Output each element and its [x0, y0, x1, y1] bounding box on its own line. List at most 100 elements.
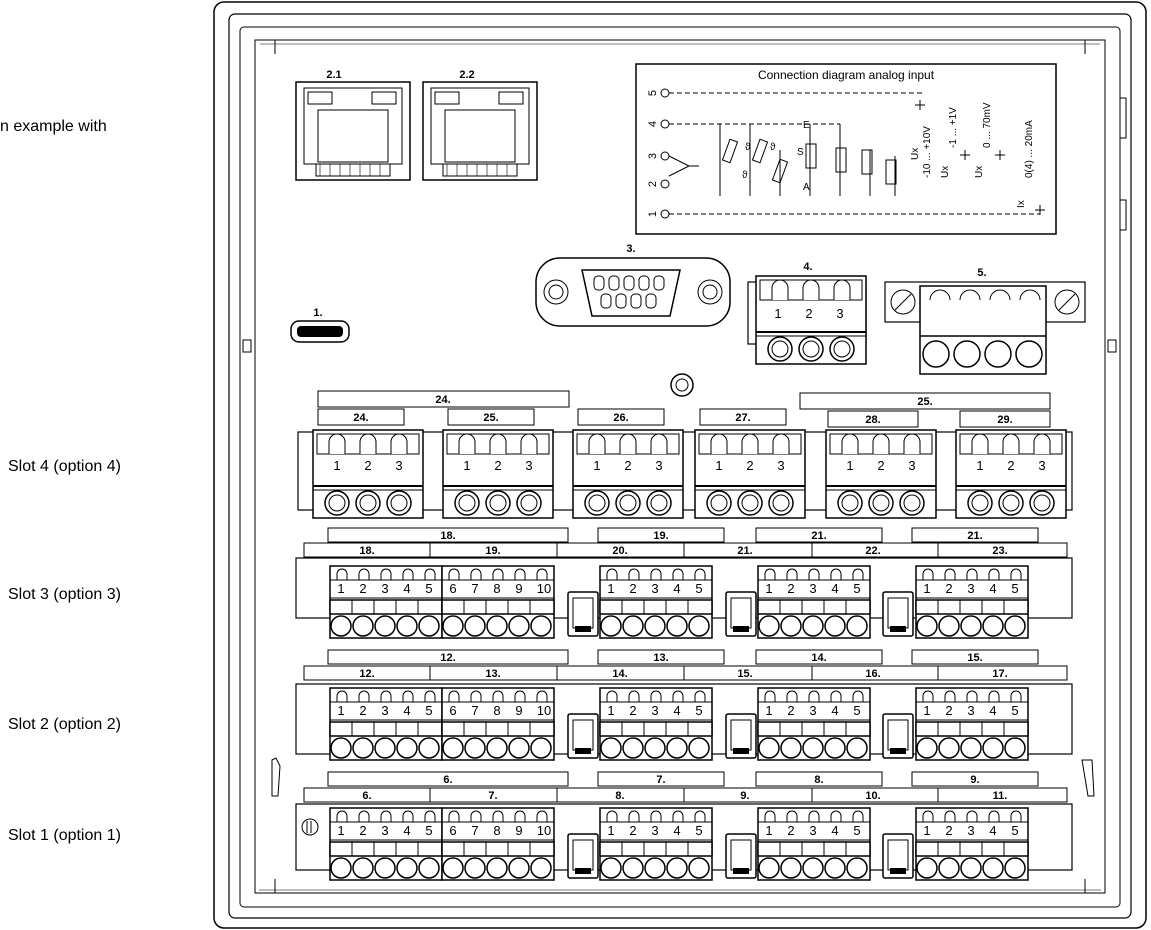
- svg-text:3: 3: [1038, 458, 1045, 473]
- svg-text:1: 1: [593, 458, 600, 473]
- svg-text:2: 2: [787, 823, 794, 838]
- slot-3-label: Slot 3 (option 3): [8, 586, 121, 603]
- svg-text:21.: 21.: [967, 530, 982, 542]
- svg-text:21.: 21.: [737, 545, 752, 557]
- svg-text:0(4) ... 20mA: 0(4) ... 20mA: [1024, 120, 1035, 178]
- svg-text:8.: 8.: [615, 790, 624, 802]
- svg-text:14.: 14.: [612, 668, 627, 680]
- svg-text:1: 1: [715, 458, 722, 473]
- svg-text:ϑ: ϑ: [745, 142, 751, 153]
- svg-text:4: 4: [403, 581, 410, 596]
- svg-text:5: 5: [695, 703, 702, 718]
- svg-text:2: 2: [945, 703, 952, 718]
- svg-text:3: 3: [809, 823, 816, 838]
- svg-text:10: 10: [537, 703, 551, 718]
- slot-2-label: Slot 2 (option 2): [8, 716, 121, 733]
- ethernet-port-2-1: 2.1: [295, 69, 411, 181]
- caption-fragment: n example with: [0, 118, 107, 135]
- svg-text:17.: 17.: [992, 668, 1007, 680]
- svg-text:2: 2: [787, 703, 794, 718]
- svg-text:27.: 27.: [735, 412, 750, 424]
- svg-text:19.: 19.: [485, 545, 500, 557]
- svg-text:1: 1: [337, 581, 344, 596]
- svg-text:3.: 3.: [626, 243, 635, 255]
- svg-text:2: 2: [877, 458, 884, 473]
- svg-text:18.: 18.: [359, 545, 374, 557]
- svg-text:24.: 24.: [435, 394, 450, 406]
- svg-text:1: 1: [333, 458, 340, 473]
- svg-text:5: 5: [853, 703, 860, 718]
- svg-text:10.: 10.: [865, 790, 880, 802]
- svg-text:25.: 25.: [917, 396, 932, 408]
- svg-text:6: 6: [449, 581, 456, 596]
- svg-text:5: 5: [695, 581, 702, 596]
- svg-text:Connection diagram analog inpu: Connection diagram analog input: [758, 68, 935, 82]
- svg-text:4: 4: [647, 121, 659, 127]
- svg-text:1: 1: [765, 581, 772, 596]
- svg-text:2: 2: [647, 181, 659, 187]
- svg-text:Ux: Ux: [910, 148, 921, 160]
- svg-text:3: 3: [777, 458, 784, 473]
- svg-text:5: 5: [1011, 581, 1018, 596]
- svg-text:3: 3: [651, 581, 658, 596]
- svg-text:4: 4: [831, 581, 838, 596]
- svg-text:7: 7: [471, 823, 478, 838]
- svg-text:3: 3: [381, 703, 388, 718]
- svg-text:10: 10: [537, 581, 551, 596]
- svg-text:3: 3: [651, 703, 658, 718]
- svg-text:7: 7: [471, 581, 478, 596]
- svg-text:1: 1: [765, 703, 772, 718]
- svg-text:5: 5: [695, 823, 702, 838]
- svg-text:1.: 1.: [313, 307, 322, 319]
- svg-text:19.: 19.: [653, 530, 668, 542]
- svg-text:2: 2: [746, 458, 753, 473]
- svg-text:29.: 29.: [997, 414, 1012, 426]
- svg-text:0 ... 70mV: 0 ... 70mV: [982, 102, 993, 148]
- svg-text:Ux: Ux: [974, 166, 985, 178]
- svg-text:1: 1: [337, 823, 344, 838]
- svg-text:14.: 14.: [811, 652, 826, 664]
- dsub-port-3: 3.: [535, 243, 731, 327]
- svg-text:S: S: [797, 147, 804, 158]
- svg-text:3: 3: [967, 703, 974, 718]
- svg-text:15.: 15.: [967, 652, 982, 664]
- svg-text:Ux: Ux: [940, 166, 951, 178]
- svg-text:6.: 6.: [362, 790, 371, 802]
- svg-text:4: 4: [831, 703, 838, 718]
- svg-text:2: 2: [945, 823, 952, 838]
- svg-text:9.: 9.: [970, 774, 979, 786]
- svg-text:25.: 25.: [483, 412, 498, 424]
- svg-text:4: 4: [673, 823, 680, 838]
- svg-text:2: 2: [494, 458, 501, 473]
- svg-text:-1 ... +1V: -1 ... +1V: [948, 107, 959, 148]
- svg-text:2: 2: [629, 581, 636, 596]
- usb-port-1: 1.: [290, 307, 350, 343]
- svg-text:2: 2: [1007, 458, 1014, 473]
- svg-text:28.: 28.: [865, 414, 880, 426]
- svg-text:8: 8: [493, 581, 500, 596]
- svg-text:4: 4: [989, 581, 996, 596]
- svg-text:1: 1: [765, 823, 772, 838]
- svg-text:5: 5: [425, 581, 432, 596]
- svg-text:3: 3: [525, 458, 532, 473]
- svg-text:3: 3: [967, 581, 974, 596]
- svg-text:1: 1: [923, 823, 930, 838]
- svg-text:1: 1: [647, 211, 659, 217]
- svg-text:3: 3: [967, 823, 974, 838]
- svg-text:4: 4: [403, 823, 410, 838]
- svg-text:1: 1: [976, 458, 983, 473]
- svg-text:6: 6: [449, 823, 456, 838]
- svg-text:3: 3: [908, 458, 915, 473]
- svg-text:4: 4: [989, 823, 996, 838]
- svg-text:3: 3: [381, 823, 388, 838]
- svg-text:7: 7: [471, 703, 478, 718]
- svg-text:3: 3: [809, 581, 816, 596]
- slot-3-row: 18. 18. 19. 19. 21. 21. 20. 21. 22. 23. …: [295, 527, 1073, 639]
- svg-text:3: 3: [395, 458, 402, 473]
- svg-text:8: 8: [493, 823, 500, 838]
- svg-text:3: 3: [647, 153, 659, 159]
- svg-text:8: 8: [493, 703, 500, 718]
